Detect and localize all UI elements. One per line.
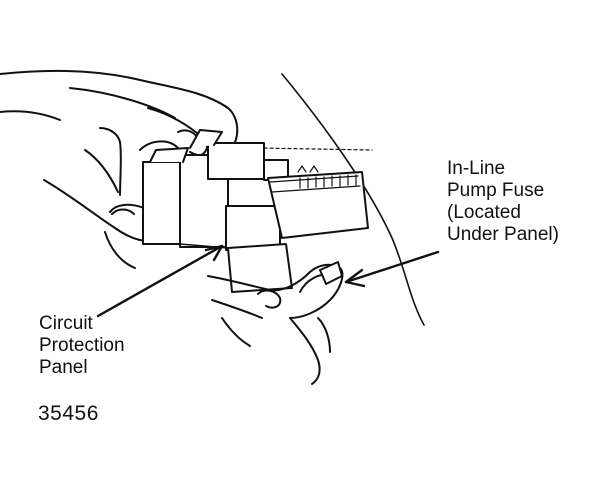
relay-modules — [142, 129, 289, 251]
panel-back-edge — [257, 147, 373, 151]
label-line: Panel — [39, 357, 88, 378]
lower-hand — [207, 261, 344, 385]
inline-pump-fuse — [319, 261, 343, 285]
label-line: (Located — [447, 202, 521, 223]
label-line: Pump Fuse — [447, 180, 545, 201]
figure-number: 35456 — [38, 402, 99, 425]
circuit-protection-panel — [179, 165, 369, 293]
vehicle-body-edge — [281, 73, 425, 326]
inline-pump-fuse-label: In-Line Pump Fuse (Located Under Panel) — [447, 158, 559, 246]
label-line: Under Panel) — [447, 224, 559, 245]
circuit-protection-panel-label: Circuit Protection Panel — [39, 313, 125, 379]
label-line: In-Line — [447, 158, 506, 179]
arrow-to-inline-fuse — [344, 250, 440, 284]
label-line: Protection — [39, 335, 125, 356]
label-line: Circuit — [39, 313, 93, 334]
callout-arrows — [96, 244, 440, 318]
arrow-to-panel — [96, 244, 224, 318]
